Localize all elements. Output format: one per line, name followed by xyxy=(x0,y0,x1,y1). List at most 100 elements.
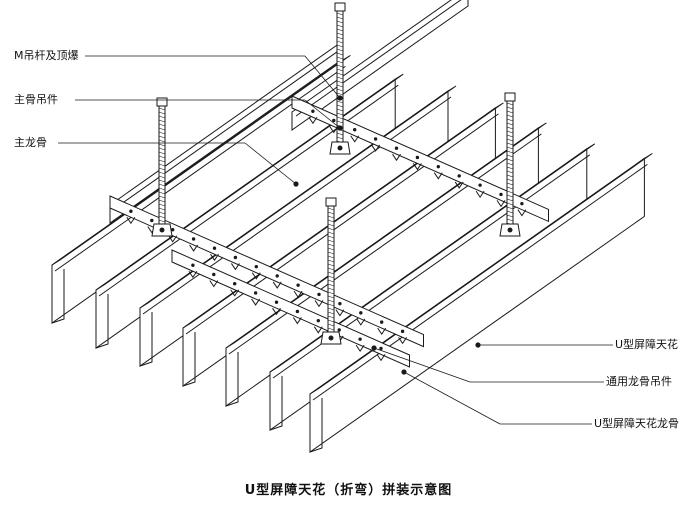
baffle-carrier xyxy=(110,196,424,347)
carrier-tooth xyxy=(497,200,505,206)
baffle-end xyxy=(183,328,195,386)
baffle-carrier xyxy=(292,96,549,221)
carrier-hole xyxy=(129,209,133,213)
rod-thread xyxy=(507,111,513,113)
rod-thread xyxy=(328,288,334,290)
rod-thread xyxy=(337,21,343,23)
carrier-hole xyxy=(373,137,378,141)
rod-thread xyxy=(328,324,334,326)
rod-thread xyxy=(337,93,343,95)
carrier-tooth xyxy=(378,328,386,334)
rod-thread xyxy=(507,171,513,173)
rod-thread xyxy=(337,133,343,135)
carrier-tooth xyxy=(330,126,338,132)
rod-thread xyxy=(507,135,513,137)
rod-thread xyxy=(337,109,343,111)
rod-thread xyxy=(337,77,343,79)
carrier-hole xyxy=(317,292,321,297)
rod-thread xyxy=(507,103,513,105)
rod-thread xyxy=(507,163,513,165)
label-hanger-rod: M吊杆及顶爆 xyxy=(14,49,79,62)
carrier-hole xyxy=(394,146,399,150)
rod-thread xyxy=(507,207,513,209)
main-runner-face xyxy=(292,0,468,130)
baffle-bend xyxy=(143,97,451,314)
carrier-hole xyxy=(353,128,357,132)
carrier-tooth xyxy=(372,145,380,151)
rod-thread xyxy=(328,208,334,210)
rod-thread xyxy=(507,159,513,161)
rod-thread xyxy=(328,268,334,270)
leader-lines xyxy=(58,56,613,424)
label-main-runner-clip: 主骨吊件 xyxy=(14,93,58,106)
rod-thread xyxy=(328,280,334,282)
carrier-hole xyxy=(295,309,300,314)
rod-thread xyxy=(159,220,165,222)
carrier-hole xyxy=(457,174,461,178)
carrier-tooth xyxy=(273,308,281,314)
rod-thread xyxy=(507,219,513,221)
rod-thread xyxy=(328,312,334,314)
carrier-hole xyxy=(415,155,420,160)
carrier-tooth xyxy=(231,290,239,296)
rod-thread xyxy=(159,148,165,150)
rod-anchor xyxy=(326,198,336,206)
rod-thread xyxy=(328,224,334,226)
rod-thread xyxy=(337,101,343,103)
carrier-tooth xyxy=(351,136,359,142)
rod-thread xyxy=(507,151,513,153)
rod-thread xyxy=(159,120,165,122)
rod-thread xyxy=(328,320,334,322)
carrier-tooth xyxy=(518,210,526,216)
baffle-bend xyxy=(186,114,498,334)
carrier-hole xyxy=(212,246,217,250)
rod-thread xyxy=(328,316,334,318)
carrier-tooth xyxy=(294,291,302,297)
carrier-face xyxy=(292,96,549,221)
baffle-bend xyxy=(229,134,541,354)
rod-thread xyxy=(507,183,513,185)
baffle-bend xyxy=(313,164,647,400)
rod-thread xyxy=(337,89,343,91)
hanger-rod xyxy=(152,98,172,236)
rod-thread xyxy=(159,188,165,190)
rod-thread xyxy=(159,108,165,110)
carrier-tooth xyxy=(434,173,442,179)
carrier-hole xyxy=(253,291,258,295)
rod-thread xyxy=(337,57,343,59)
carrier-hole xyxy=(379,346,383,351)
carrier-hole xyxy=(275,274,279,278)
rod-thread xyxy=(337,137,343,139)
carrier-hole xyxy=(338,301,342,306)
carrier-tooth xyxy=(252,273,260,279)
carrier-tooth xyxy=(309,117,317,123)
rod-thread xyxy=(159,132,165,134)
rod-thread xyxy=(328,252,334,254)
rod-thread xyxy=(159,112,165,114)
carrier-hole xyxy=(332,118,336,123)
rod-thread xyxy=(328,296,334,298)
carrier-hole xyxy=(337,328,341,332)
main-runner-edge xyxy=(296,0,472,116)
carrier-hole xyxy=(359,311,363,315)
rod-thread xyxy=(159,168,165,170)
rod-nut xyxy=(159,227,165,233)
rod-anchor xyxy=(335,3,345,11)
carrier-tooth xyxy=(252,299,260,305)
carrier-hole xyxy=(380,320,384,324)
carrier-tooth xyxy=(393,154,401,160)
rod-anchor xyxy=(157,98,167,106)
carrier-tooth xyxy=(399,337,407,343)
rod-thread xyxy=(337,17,343,19)
diagram-caption: U型屏障天花（折弯）拼装示意图 xyxy=(244,483,453,498)
rod-thread xyxy=(337,61,343,63)
carrier-face xyxy=(110,196,424,347)
rod-thread xyxy=(507,119,513,121)
carrier-tooth xyxy=(336,310,344,316)
carrier-hole xyxy=(233,255,238,260)
rod-thread xyxy=(507,147,513,149)
rod-thread xyxy=(507,167,513,169)
rod-thread xyxy=(328,256,334,258)
rod-thread xyxy=(507,187,513,189)
